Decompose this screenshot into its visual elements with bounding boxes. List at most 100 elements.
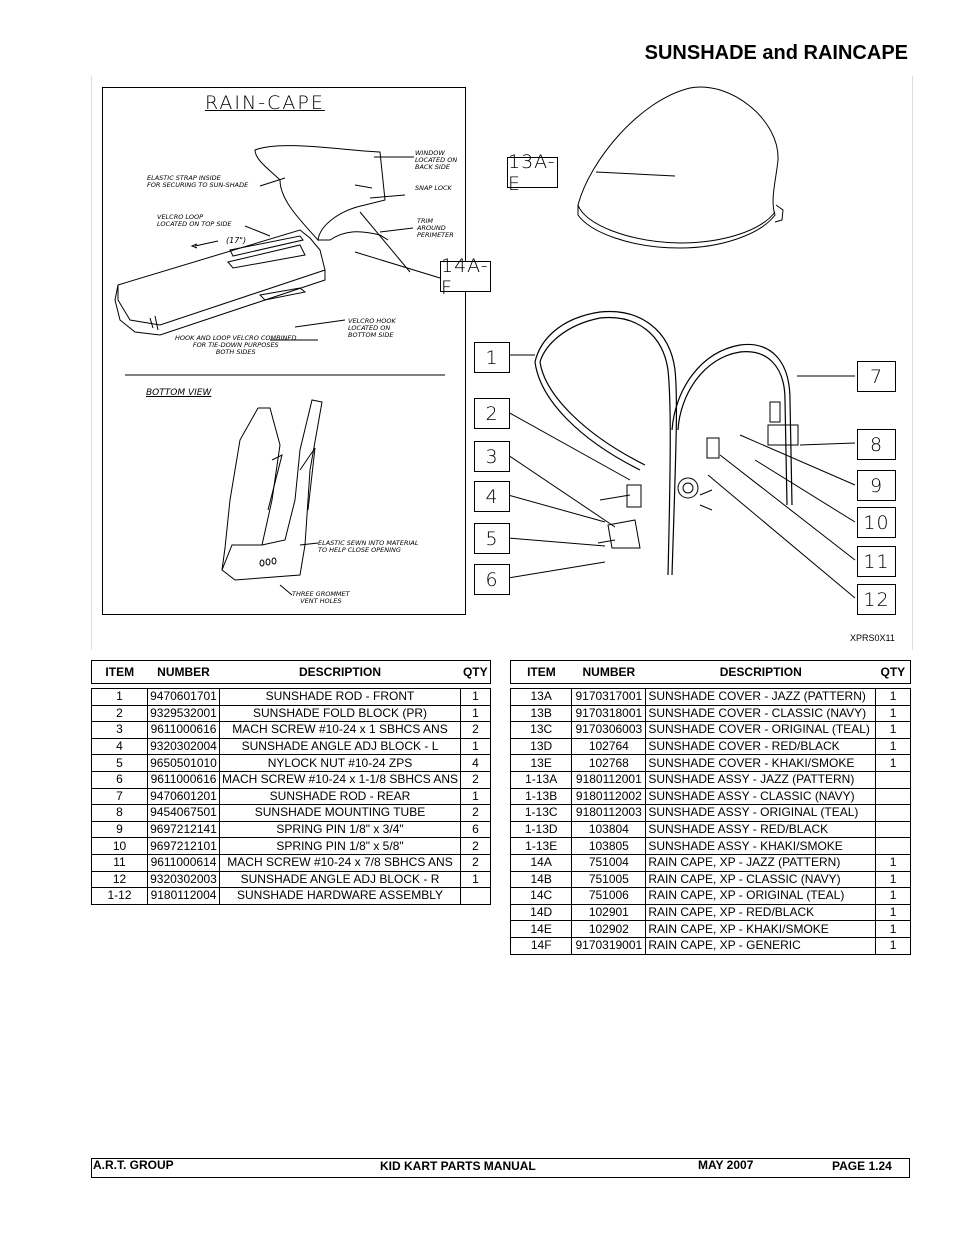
callout-8: 8 [857, 429, 896, 460]
cell-qty: 2 [460, 853, 491, 872]
exploded-diagram [114, 86, 856, 599]
cell-part-number: 9697212141 [147, 820, 220, 839]
cell-item: 12 [90, 870, 149, 889]
cell-description: SUNSHADE COVER - ORIGINAL (TEAL) [645, 721, 877, 739]
callout-12: 12 [857, 584, 896, 615]
cell-part-number: 9180112001 [571, 770, 647, 789]
callout-3: 3 [474, 441, 510, 472]
note-velcro-loop: VELCRO LOOP LOCATED ON TOP SIDE [157, 213, 232, 228]
header-description: DESCRIPTION [219, 660, 461, 684]
header-item: ITEM [509, 660, 572, 684]
note-snap-lock: SNAP LOCK [415, 184, 452, 192]
cell-item: 13C [509, 721, 573, 739]
cell-item: 8 [90, 804, 149, 822]
sunshade-cover-drawing [577, 86, 784, 249]
frame-drawing [534, 310, 793, 576]
cell-part-number: 9611000616 [147, 770, 220, 789]
cell-item: 1-13D [509, 820, 573, 839]
cell-qty: 2 [460, 837, 491, 855]
cell-description: MACH SCREW #10-24 x 7/8 SBHCS ANS [218, 853, 462, 872]
cell-part-number: 103805 [571, 837, 647, 855]
cell-part-number: 9470601201 [147, 787, 220, 806]
cell-item: 1-13E [509, 837, 573, 855]
cell-part-number: 9470601701 [147, 688, 220, 706]
cell-qty [875, 837, 911, 855]
cell-part-number: 751006 [571, 887, 647, 905]
cell-item: 14E [509, 920, 573, 938]
cell-part-number: 9320302003 [147, 870, 220, 889]
cell-part-number: 9329532001 [147, 704, 220, 723]
cell-part-number: 102901 [571, 903, 647, 922]
cell-part-number: 9170317001 [571, 688, 647, 706]
cell-part-number: 9170318001 [571, 704, 647, 723]
callout-5: 5 [474, 523, 510, 554]
cell-part-number: 9170306003 [571, 721, 647, 739]
rain-cape-inset [102, 87, 466, 615]
cell-qty: 2 [460, 770, 491, 789]
cell-qty: 1 [875, 704, 911, 723]
cell-part-number: 9170319001 [571, 936, 647, 955]
cell-description: SUNSHADE ASSY - ORIGINAL (TEAL) [645, 804, 877, 822]
header-description: DESCRIPTION [645, 660, 876, 684]
note-grommet: THREE GROMMET VENT HOLES [292, 590, 350, 605]
cell-description: SUNSHADE FOLD BLOCK (PR) [218, 704, 462, 723]
cell-description: SUNSHADE ASSY - RED/BLACK [645, 820, 877, 839]
cell-part-number: 9454067501 [147, 804, 220, 822]
cell-description: RAIN CAPE, XP - GENERIC [645, 936, 877, 955]
cell-part-number: 9697212101 [147, 837, 220, 855]
cell-qty: 4 [460, 754, 491, 772]
header-item: ITEM [90, 660, 148, 684]
cell-qty: 1 [875, 853, 911, 872]
cell-qty: 1 [460, 688, 491, 706]
cell-part-number: 9320302004 [147, 737, 220, 756]
cell-qty: 1 [875, 870, 911, 889]
header-number: NUMBER [147, 660, 220, 684]
cell-description: SUNSHADE ROD - FRONT [218, 688, 462, 706]
cell-item: 11 [90, 853, 149, 872]
cell-item: 1 [90, 688, 149, 706]
cell-qty: 1 [875, 754, 911, 772]
cell-description: SUNSHADE COVER - RED/BLACK [645, 737, 877, 756]
cell-item: 9 [90, 820, 149, 839]
cell-description: SUNSHADE ROD - REAR [218, 787, 462, 806]
cell-description: SUNSHADE COVER - JAZZ (PATTERN) [645, 688, 877, 706]
cell-part-number: 9180112004 [147, 887, 220, 905]
cell-description: RAIN CAPE, XP - KHAKI/SMOKE [645, 920, 877, 938]
cell-qty: 1 [875, 936, 911, 955]
callout-9: 9 [857, 470, 896, 501]
cell-description: RAIN CAPE, XP - ORIGINAL (TEAL) [645, 887, 877, 905]
cell-qty: 2 [460, 804, 491, 822]
footer-page-number: PAGE 1.24 [832, 1159, 892, 1173]
cell-part-number: 9180112002 [571, 787, 647, 806]
cell-qty: 1 [460, 870, 491, 889]
page-title: SUNSHADE and RAINCAPE [644, 42, 908, 64]
note-trim: TRIM AROUND PERIMETER [417, 217, 454, 239]
cell-description: RAIN CAPE, XP - RED/BLACK [645, 903, 877, 922]
cell-part-number: 9611000614 [147, 853, 220, 872]
cell-part-number: 9180112003 [571, 804, 647, 822]
cell-item: 14F [509, 936, 573, 955]
cell-item: 13E [509, 754, 573, 772]
cell-item: 10 [90, 837, 149, 855]
cell-item: 4 [90, 737, 149, 756]
